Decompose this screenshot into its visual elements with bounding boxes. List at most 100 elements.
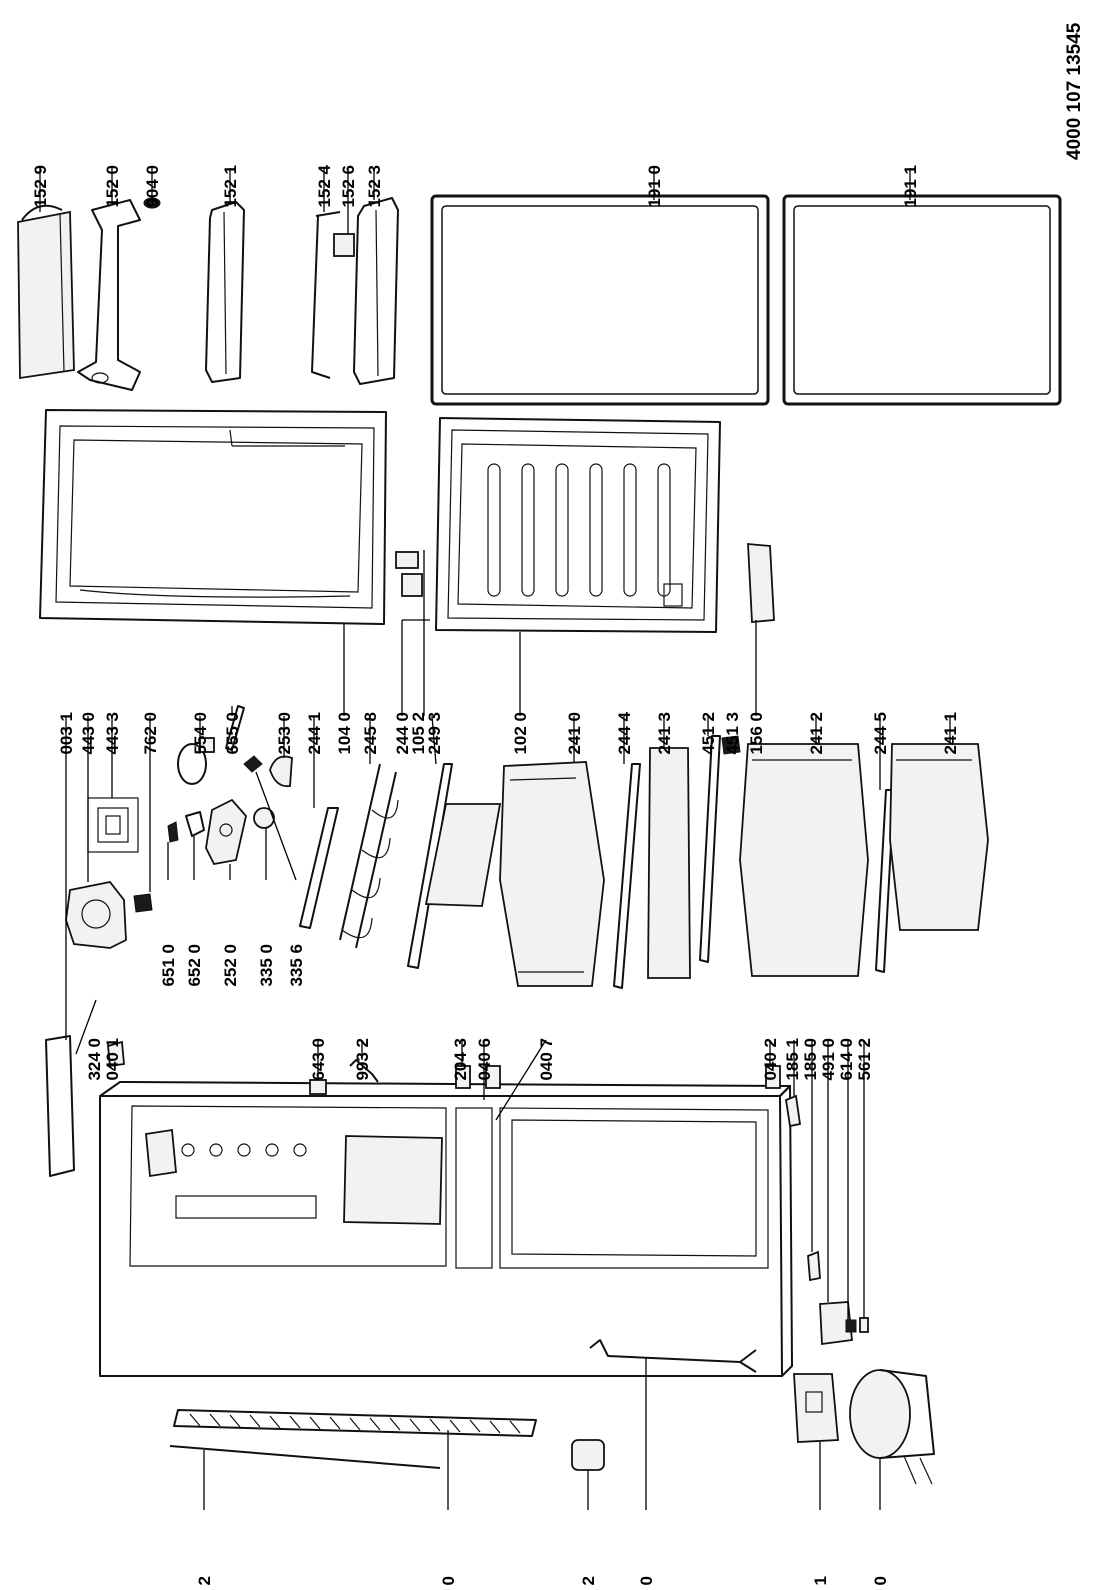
part-402-1 [793, 1373, 839, 1443]
part-993-2 [349, 1059, 379, 1083]
part-244-1 [299, 807, 339, 929]
part-204-3 [424, 803, 502, 907]
label-156-0: 156 0 [747, 712, 766, 755]
part-451-3 [721, 735, 741, 755]
part-655-0 [225, 705, 245, 751]
label-490-0: 490 0 [637, 1576, 656, 1585]
label-245-8: 245 8 [361, 712, 380, 755]
part-245-8 [339, 763, 399, 949]
label-105-2: 105 2 [409, 712, 428, 755]
part-781-2 [169, 1445, 441, 1469]
label-324-0: 324 0 [85, 1038, 104, 1081]
part-490-0 [589, 1339, 757, 1373]
label-040-1: 040 1 [103, 1038, 122, 1081]
label-152-1: 152 1 [221, 165, 240, 208]
label-040-2: 040 2 [761, 1038, 780, 1081]
label-651-0: 651 0 [159, 944, 178, 987]
label-152-3: 152 3 [365, 165, 384, 208]
label-241-3: 241 3 [655, 712, 674, 755]
part-152-9 [17, 204, 75, 380]
door-ribs [487, 463, 671, 597]
label-491-0: 491 0 [819, 1038, 838, 1081]
label-781-2: 781 2 [195, 1576, 214, 1585]
label-614-0: 614 0 [837, 1038, 856, 1081]
part-cabinet [99, 1081, 793, 1377]
label-762-0: 762 0 [141, 712, 160, 755]
label-152-0: 152 0 [103, 165, 122, 208]
part-244-4 [613, 763, 641, 989]
part-652-0 [185, 811, 205, 837]
part-554-0-block [199, 737, 215, 753]
label-244-5: 244 5 [871, 712, 890, 755]
part-491-0 [819, 1301, 853, 1346]
part-185-1 [785, 1094, 802, 1128]
label-655-0: 655 0 [223, 712, 242, 755]
label-152-9: 152 9 [31, 165, 50, 208]
part-040-2 [765, 1065, 781, 1089]
label-241-0: 241 0 [565, 712, 584, 755]
part-241-2 [739, 743, 869, 977]
part-252-0 [205, 798, 247, 866]
label-443-0: 443 0 [79, 712, 98, 755]
label-554-0: 554 0 [191, 712, 210, 755]
label-764-2: 764 2 [579, 1576, 598, 1585]
label-040-6: 040 6 [475, 1038, 494, 1081]
labels-top: 152 9 152 0 904 0 152 1 152 4 152 6 152 … [31, 164, 920, 207]
part-740-0 [173, 1409, 537, 1437]
part-253-0 [269, 755, 293, 788]
part-554-0 [177, 743, 207, 785]
label-204-3: 204 3 [451, 1038, 470, 1081]
part-152-1 [205, 201, 245, 383]
labels-small-parts: 651 0 652 0 252 0 335 0 335 6 [159, 944, 306, 987]
part-244-0 [395, 551, 423, 597]
part-040-6 [455, 1065, 471, 1089]
part-040-7 [485, 1065, 501, 1089]
part-324-0 [45, 1035, 125, 1177]
label-185-0: 185 0 [801, 1038, 820, 1081]
part-152-0 [77, 199, 141, 391]
label-335-0: 335 0 [257, 944, 276, 987]
label-152-6: 152 6 [339, 165, 358, 208]
label-402-0: 402 0 [871, 1576, 890, 1585]
part-185-0 [807, 1250, 821, 1282]
label-335-6: 335 6 [287, 944, 306, 987]
part-561-2 [859, 1317, 869, 1333]
label-241-1: 241 1 [941, 712, 960, 755]
part-191-1 [782, 194, 1062, 406]
labels-middle: 003 1 443 0 443 3 762 0 554 0 655 0 253 … [57, 711, 960, 754]
part-643-0 [309, 1079, 327, 1095]
part-152-4 [311, 211, 341, 379]
labels-bottom: 781 2 740 0 764 2 490 0 402 1 402 0 [195, 1576, 890, 1590]
label-040-7: 040 7 [537, 1038, 556, 1081]
cabinet-vents [175, 1143, 317, 1219]
label-191-0: 191 0 [645, 165, 664, 208]
part-156-0 [747, 543, 775, 623]
label-443-3: 443 3 [103, 712, 122, 755]
label-244-4: 244 4 [615, 711, 634, 754]
part-241-0 [499, 761, 605, 987]
label-102-0: 102 0 [511, 712, 530, 755]
document-code: 4000 107 13545 [1064, 22, 1085, 160]
part-152-6 [333, 233, 355, 257]
labels-cabinet: 324 0 040 1 643 0 993 2 204 3 040 6 040 … [85, 1038, 874, 1081]
label-152-4: 152 4 [315, 164, 334, 207]
part-104-0 [39, 409, 387, 625]
label-652-0: 652 0 [185, 944, 204, 987]
label-249-3: 249 3 [425, 712, 444, 755]
part-443-0 [65, 881, 153, 949]
label-993-2: 993 2 [353, 1038, 372, 1081]
leader-lines [39, 168, 951, 1510]
label-244-1: 244 1 [305, 712, 324, 755]
part-152-3 [353, 197, 399, 385]
label-904-0: 904 0 [143, 165, 162, 208]
part-402-0 [849, 1369, 935, 1485]
label-253-0: 253 0 [275, 712, 294, 755]
label-561-2: 561 2 [855, 1038, 874, 1081]
label-451-3: 451 3 [723, 712, 742, 755]
part-443-3 [87, 797, 139, 853]
label-451-2: 451 2 [699, 712, 718, 755]
part-241-1 [889, 743, 989, 931]
label-402-1: 402 1 [811, 1576, 830, 1585]
